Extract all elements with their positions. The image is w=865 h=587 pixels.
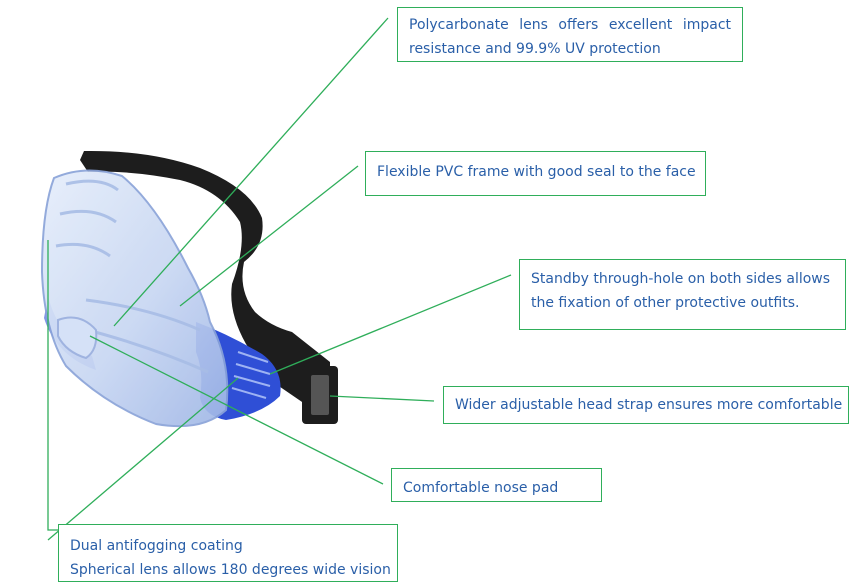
nose-pad (57, 316, 98, 360)
leader-lines (47, 17, 512, 541)
head-strap (80, 150, 330, 410)
callout-antifog-line-1: Dual antifogging coating (70, 538, 243, 554)
callout-nose-pad-line-1: Comfortable nose pad (403, 480, 559, 496)
leader-antifog-bracket (47, 240, 58, 531)
vent-ribs (231, 351, 271, 399)
callout-frame: Flexible PVC frame with good seal to the… (365, 151, 706, 196)
leader-frame (179, 165, 359, 307)
callout-nose-pad: Comfortable nose pad (391, 468, 602, 502)
leader-nose (89, 335, 384, 485)
callout-antifog-line-2: Spherical lens allows 180 degrees wide v… (70, 562, 391, 578)
callout-through-hole-line-1: Standby through-hole on both sides allow… (531, 271, 831, 287)
callout-lens-line-1: Polycarbonate lens offers excellent impa… (409, 17, 731, 33)
callout-lens-line-2: resistance and 99.9% UV protection (409, 41, 661, 57)
leader-hole (269, 274, 512, 375)
leader-antifog (47, 377, 239, 541)
callout-antifog: Dual antifogging coating Spherical lens … (58, 524, 398, 582)
buckle-slot (311, 375, 329, 415)
goggle-lens (40, 169, 229, 428)
frame-ridges (55, 179, 209, 374)
callout-lens: Polycarbonate lens offers excellent impa… (397, 7, 743, 62)
callout-head-strap: Wider adjustable head strap ensures more… (443, 386, 849, 424)
callout-head-strap-line-1: Wider adjustable head strap ensures more… (455, 397, 843, 413)
leader-strap (329, 395, 435, 402)
leader-lens (113, 17, 389, 327)
callout-through-hole: Standby through-hole on both sides allow… (519, 259, 846, 330)
callout-through-hole-line-2: the fixation of other protective outfits… (531, 295, 800, 311)
callout-frame-line-1: Flexible PVC frame with good seal to the… (377, 164, 696, 180)
